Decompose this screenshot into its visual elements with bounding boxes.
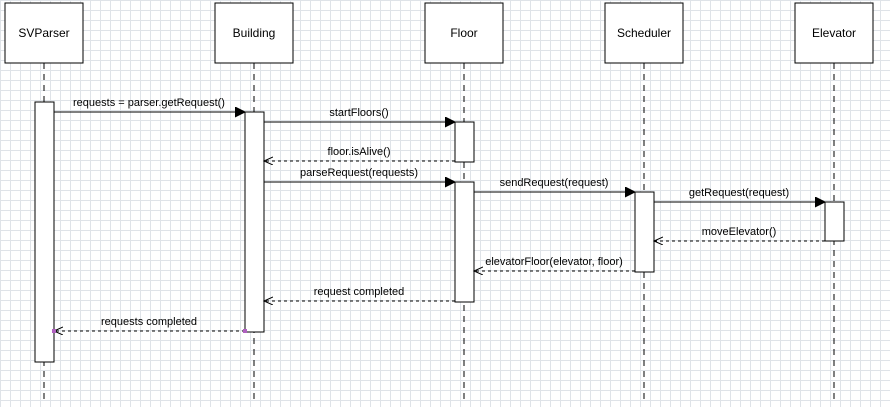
message-start-floors-label: startFloors() — [329, 107, 388, 119]
message-get-request-label: getRequest(request) — [689, 187, 789, 199]
message-parse-request-label: parseRequest(requests) — [300, 167, 418, 179]
floor-activation-2[interactable] — [454, 181, 475, 303]
participant-scheduler-label: Scheduler — [617, 26, 671, 40]
message-elevator-floor[interactable]: elevatorFloor(elevator, floor) — [474, 256, 635, 271]
participant-scheduler[interactable]: Scheduler — [604, 2, 684, 64]
building-activation[interactable] — [244, 111, 265, 333]
message-floor-is-alive[interactable]: floor.isAlive() — [264, 146, 455, 161]
selection-handle-start[interactable] — [52, 329, 56, 333]
participant-svparser[interactable]: SVParser — [4, 2, 84, 64]
message-move-elevator[interactable]: moveElevator() — [654, 226, 825, 241]
participant-floor-label: Floor — [450, 26, 477, 40]
scheduler-activation[interactable] — [634, 191, 655, 273]
participant-floor[interactable]: Floor — [424, 2, 504, 64]
message-send-request[interactable]: sendRequest(request) — [474, 177, 635, 192]
message-elevator-floor-label: elevatorFloor(elevator, floor) — [485, 256, 623, 268]
elevator-activation[interactable] — [824, 201, 845, 242]
message-send-request-label: sendRequest(request) — [500, 177, 609, 189]
participant-svparser-label: SVParser — [18, 26, 69, 40]
message-get-request[interactable]: getRequest(request) — [654, 187, 825, 202]
selection-handle-end[interactable] — [243, 329, 247, 333]
message-request-completed[interactable]: request completed — [264, 286, 455, 301]
participant-building[interactable]: Building — [214, 2, 294, 64]
svparser-activation[interactable] — [34, 101, 55, 363]
message-move-elevator-label: moveElevator() — [702, 226, 777, 238]
message-get-request-call[interactable]: requests = parser.getRequest() — [54, 97, 245, 112]
message-requests-completed-label: requests completed — [101, 316, 197, 328]
participant-elevator[interactable]: Elevator — [794, 2, 874, 64]
message-parse-request[interactable]: parseRequest(requests) — [264, 167, 455, 182]
message-requests-completed[interactable]: requests completed — [54, 316, 245, 331]
participant-building-label: Building — [233, 26, 276, 40]
message-request-completed-label: request completed — [314, 286, 405, 298]
floor-activation-1[interactable] — [454, 121, 475, 163]
participant-elevator-label: Elevator — [812, 26, 856, 40]
message-get-request-call-label: requests = parser.getRequest() — [73, 97, 225, 109]
message-floor-is-alive-label: floor.isAlive() — [328, 146, 391, 158]
message-start-floors[interactable]: startFloors() — [264, 107, 455, 122]
